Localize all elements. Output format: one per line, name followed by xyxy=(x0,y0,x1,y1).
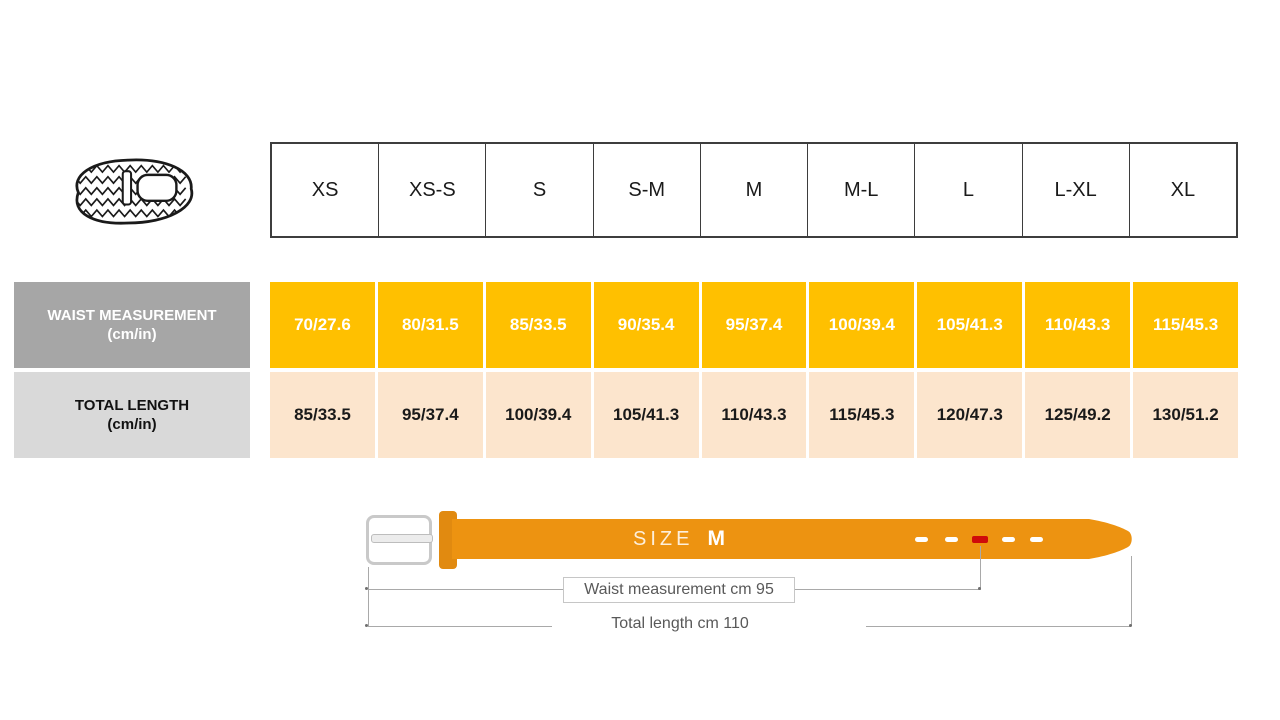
size-header-cell: M xyxy=(701,144,809,236)
waist-measurement-values: 70/27.6 80/31.5 85/33.5 90/35.4 95/37.4 … xyxy=(270,282,1239,368)
waist-measurement-annotation: Waist measurement cm 95 xyxy=(563,577,795,603)
length-value-cell: 105/41.3 xyxy=(593,372,699,458)
length-value-cell: 100/39.4 xyxy=(485,372,591,458)
belt-hole xyxy=(1030,537,1043,542)
length-dimension-line-left xyxy=(368,626,552,627)
size-header-cell: S-M xyxy=(594,144,701,236)
belt-strap xyxy=(452,519,1064,559)
waist-measurement-row-label: WAIST MEASUREMENT (cm/in) xyxy=(14,282,250,368)
length-value-cell: 120/47.3 xyxy=(917,372,1023,458)
tip-guide-line xyxy=(1131,556,1132,626)
buckle-guide-line xyxy=(368,567,369,627)
waist-value-cell: 105/41.3 xyxy=(917,282,1023,368)
length-value-cell: 125/49.2 xyxy=(1025,372,1131,458)
waist-value-cell: 115/45.3 xyxy=(1133,282,1239,368)
row-label-line1: WAIST MEASUREMENT xyxy=(47,307,217,324)
row-label-line2: (cm/in) xyxy=(107,416,157,433)
waist-value-cell: 95/37.4 xyxy=(701,282,807,368)
selected-hole-guide-line xyxy=(980,546,981,588)
length-dimension-line-right xyxy=(866,626,1131,627)
waist-value-cell: 70/27.6 xyxy=(270,282,375,368)
waist-value-cell: 80/31.5 xyxy=(377,282,483,368)
size-header-cell: M-L xyxy=(808,144,916,236)
length-value-cell: 110/43.3 xyxy=(701,372,807,458)
dimension-endpoint-dot xyxy=(1129,624,1132,627)
total-length-annotation: Total length cm 110 xyxy=(611,615,749,632)
belt-hole-selected xyxy=(972,536,988,543)
dimension-endpoint-dot xyxy=(365,624,368,627)
waist-dimension-line-right xyxy=(795,589,981,590)
size-header-cell: XL xyxy=(1170,178,1196,201)
belt-hole xyxy=(915,537,928,542)
belt-size-label: SIZE M xyxy=(633,519,725,559)
size-header-cell: L xyxy=(915,144,1023,236)
size-value: M xyxy=(707,527,725,550)
waist-value-cell: 110/43.3 xyxy=(1025,282,1131,368)
size-header-row: XS XS-S S S-M M M-L L L-XL XL xyxy=(270,142,1238,238)
length-value-cell: 85/33.5 xyxy=(270,372,375,458)
length-value-cell: 95/37.4 xyxy=(377,372,483,458)
size-header-cell: XS xyxy=(272,144,380,236)
belt-buckle-prong xyxy=(371,534,433,543)
total-length-row-label: TOTAL LENGTH (cm/in) xyxy=(14,372,250,458)
dimension-endpoint-dot xyxy=(978,587,981,590)
waist-value-cell: 100/39.4 xyxy=(809,282,915,368)
waist-value-cell: 85/33.5 xyxy=(485,282,591,368)
length-value-cell: 115/45.3 xyxy=(809,372,915,458)
row-label-line1: TOTAL LENGTH xyxy=(74,397,190,414)
belt-strap-tip xyxy=(1063,519,1132,559)
waist-dimension-line-left xyxy=(368,589,563,590)
dimension-endpoint-dot xyxy=(365,587,368,590)
size-header-cell: XS-S xyxy=(379,144,487,236)
size-header-cell: L-XL xyxy=(1023,144,1130,236)
size-header-cell: S xyxy=(486,144,594,236)
length-value-cell: 130/51.2 xyxy=(1133,372,1239,458)
total-length-values: 85/33.5 95/37.4 100/39.4 105/41.3 110/43… xyxy=(270,372,1239,458)
braided-belt-icon xyxy=(75,158,194,225)
waist-value-cell: 90/35.4 xyxy=(593,282,699,368)
size-word: SIZE xyxy=(633,527,694,550)
row-label-line2: (cm/in) xyxy=(107,326,157,343)
belt-hole xyxy=(1002,537,1015,542)
belt-hole xyxy=(945,537,958,542)
